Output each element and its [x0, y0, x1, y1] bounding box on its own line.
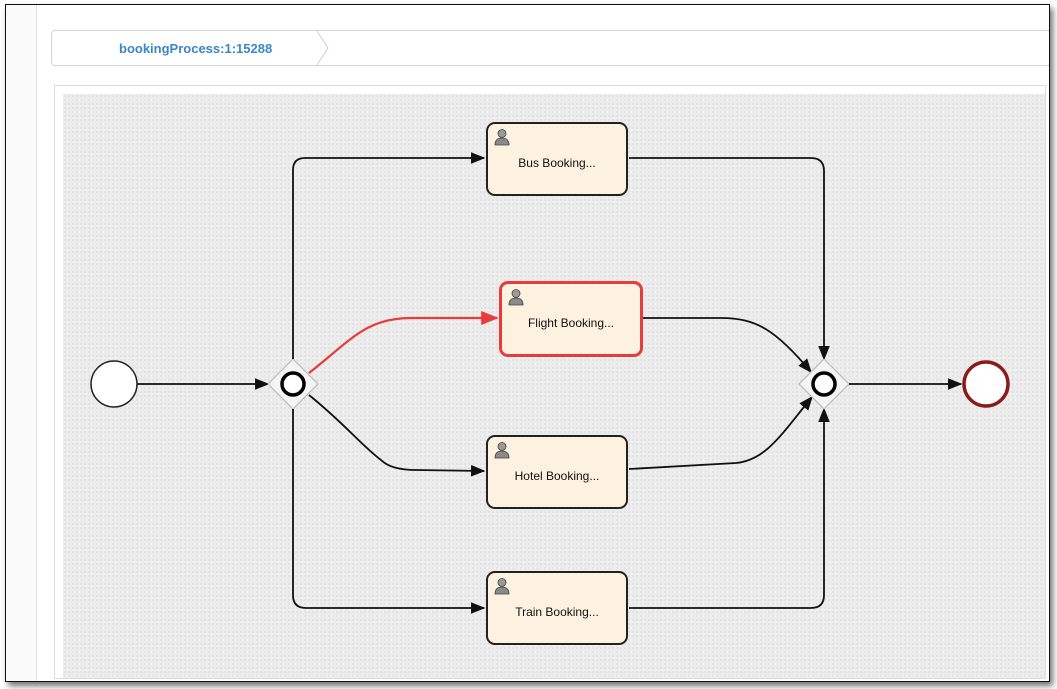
- task-label: Bus Booking...: [518, 156, 596, 170]
- left-gutter: [6, 5, 37, 681]
- flow-split-to-bus: [292, 152, 486, 359]
- user-task-icon: [494, 578, 510, 595]
- breadcrumb-process-link[interactable]: bookingProcess:1:15288: [119, 40, 273, 56]
- flow-split-to-hotel: [308, 394, 486, 477]
- breadcrumb-bar: bookingProcess:1:15288: [51, 30, 1049, 66]
- split-gateway[interactable]: [267, 358, 319, 410]
- join-gateway[interactable]: [798, 358, 850, 410]
- flow-split-to-flight[interactable]: [308, 310, 499, 374]
- flow-train-to-join: [629, 407, 830, 609]
- task-hotel-booking[interactable]: Hotel Booking...: [486, 435, 628, 509]
- task-label: Flight Booking...: [527, 316, 615, 330]
- screenshot-frame: bookingProcess:1:15288: [5, 4, 1050, 682]
- task-label: Train Booking...: [515, 605, 599, 619]
- breadcrumb-chevron-icon: [316, 31, 329, 65]
- breadcrumb[interactable]: bookingProcess:1:15288: [52, 31, 317, 65]
- end-event[interactable]: [962, 360, 1010, 408]
- flow-split-to-train: [292, 409, 486, 614]
- flow-flight-to-join: [643, 317, 812, 374]
- start-event[interactable]: [90, 360, 138, 408]
- user-task-icon: [508, 289, 524, 306]
- task-train-booking[interactable]: Train Booking...: [486, 571, 628, 645]
- user-task-icon: [494, 442, 510, 459]
- process-diagram: [90, 152, 1010, 614]
- task-label: Hotel Booking...: [514, 469, 600, 483]
- task-bus-booking[interactable]: Bus Booking...: [486, 122, 628, 196]
- user-task-icon: [494, 129, 510, 146]
- task-flight-booking[interactable]: Flight Booking...: [499, 281, 643, 357]
- flow-hotel-to-join: [628, 395, 813, 470]
- flow-bus-to-join: [629, 157, 830, 361]
